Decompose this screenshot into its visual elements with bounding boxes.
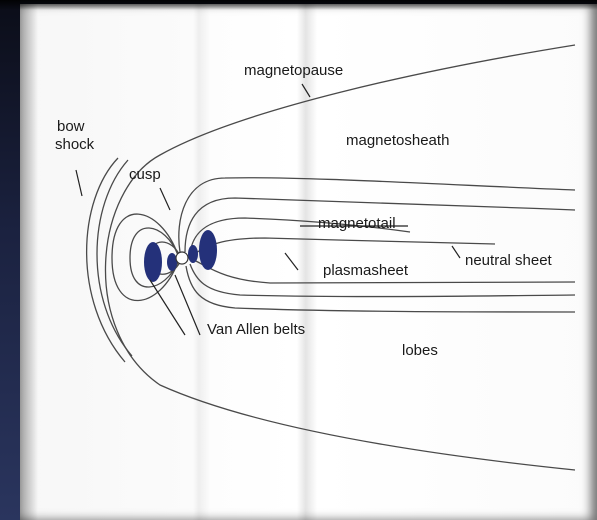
belt-right-inner <box>188 245 198 263</box>
cusp-label: cusp <box>129 167 161 183</box>
earth <box>176 252 188 264</box>
lobes-label: lobes <box>402 343 438 359</box>
magnetopause-leader <box>302 84 310 97</box>
bow-shock-leader <box>76 170 82 196</box>
magnetopause-label: magnetopause <box>244 63 343 79</box>
van-allen-belts-label: Van Allen belts <box>207 322 305 338</box>
magnetosheath-label: magnetosheath <box>346 133 449 149</box>
neutral-sheet-label: neutral sheet <box>465 253 552 269</box>
neutral-sheet-leader <box>452 246 460 258</box>
bow-label: bow <box>57 119 85 135</box>
plasmasheet-leader <box>285 253 298 270</box>
belt-left-outer <box>144 242 162 282</box>
plasmasheet-label: plasmasheet <box>323 263 408 279</box>
belt-left-inner <box>167 253 177 271</box>
shock-label: shock <box>55 137 94 153</box>
belt-right-outer <box>199 230 217 270</box>
cusp-leader <box>160 188 170 210</box>
van-allen-leader-1 <box>150 280 185 335</box>
magnetotail-label: magnetotail <box>318 216 396 232</box>
field-line-4 <box>192 238 495 256</box>
